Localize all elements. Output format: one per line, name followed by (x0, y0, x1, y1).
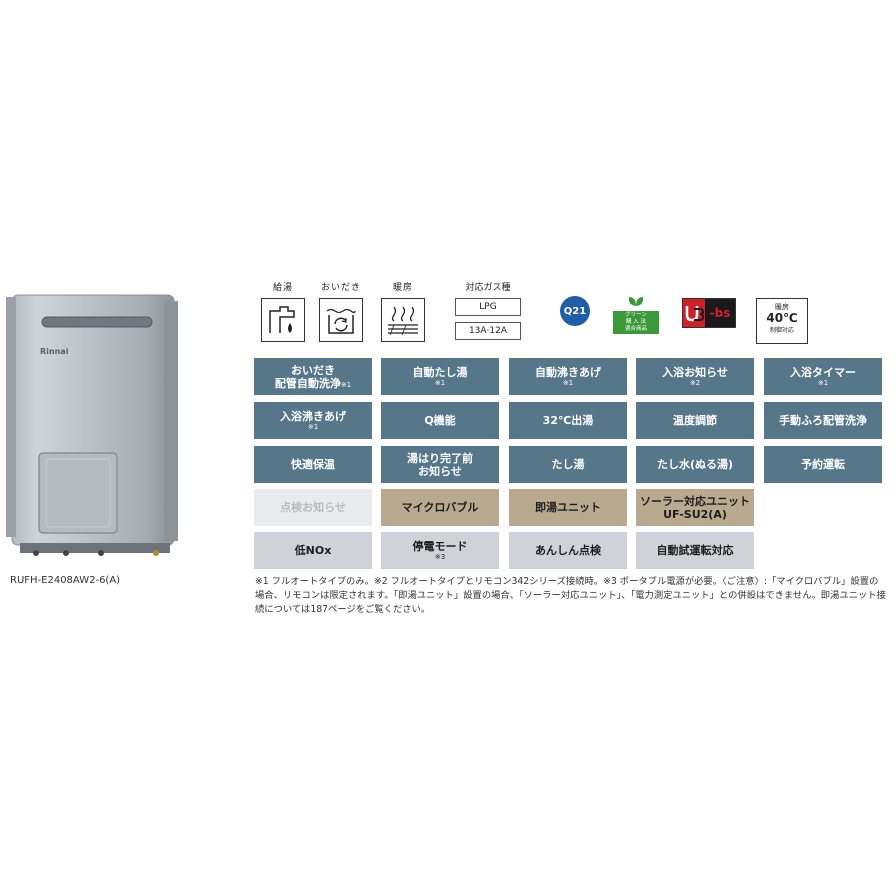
feature-note: ※1 (562, 379, 574, 387)
feature-label: 予約運転 (801, 458, 845, 471)
feature-auto-test-run: 自動試運転対応 (636, 532, 754, 569)
gas-lpg-badge: LPG (455, 298, 521, 316)
feature-auto-wakiage: 自動沸きあげ ※1 (509, 358, 627, 395)
feature-note: ※3 (434, 553, 446, 561)
feature-label: おいだき (291, 363, 335, 377)
feature-label: 配管自動洗浄 (274, 376, 341, 390)
danbo-icon-group: 暖房 (381, 280, 425, 342)
feature-bath-timer: 入浴タイマー ※1 (764, 358, 882, 395)
feature-solar-unit: ソーラー対応ユニット UF-SU2(A) (636, 489, 754, 526)
kyuto-icon-group: 給湯 (261, 280, 305, 342)
feature-label: 手動ふろ配管洗浄 (779, 414, 867, 427)
feature-fill-complete-notify: 湯はり完了前 お知らせ (381, 446, 499, 483)
feature-label: 点検お知らせ (280, 501, 346, 514)
feature-label: UF-SU2(A) (663, 507, 727, 521)
oidaki-icon-group: おいだき (319, 280, 363, 342)
feature-label: 自動たし湯 (412, 366, 468, 379)
feature-label: 32℃出湯 (542, 414, 594, 427)
feature-32c-output: 32℃出湯 (509, 402, 627, 439)
feature-note: ※1 (307, 423, 319, 431)
feature-label: 湯はり完了前 (407, 451, 473, 465)
q21-text: Q21 (563, 305, 587, 317)
feature-scheduled-run: 予約運転 (764, 446, 882, 483)
feature-label: 自動沸きあげ (535, 366, 601, 379)
feature-label: 入浴沸きあげ (280, 410, 346, 423)
green-line-1: グリーン (625, 312, 647, 318)
feature-power-outage-mode: 停電モード ※3 (381, 532, 499, 569)
heating-40c-label: 暖房 (775, 303, 789, 311)
feature-label: 快適保温 (291, 458, 335, 471)
water-heater-image (6, 294, 178, 556)
feature-oidaki-pipe-clean: おいだき 配管自動洗浄※1 (254, 358, 372, 395)
feature-instant-hot-unit: 即湯ユニット (509, 489, 627, 526)
feature-note: ※2 (689, 379, 701, 387)
feature-tashimizu: たし水(ぬる湯) (636, 446, 754, 483)
feature-comfort-keep-warm: 快適保温 (254, 446, 372, 483)
feature-label: 入浴タイマー (790, 366, 856, 379)
heating-40c-control: 制御対応 (769, 327, 794, 334)
heating-40c-badge: 暖房 40℃ 制御対応 (756, 298, 808, 344)
gas-city-badge: 13A·12A (455, 322, 521, 340)
heating-icon (381, 298, 425, 342)
feature-q-function: Q機能 (381, 402, 499, 439)
feature-label: 低NOx (294, 544, 332, 557)
oidaki-label: おいだき (320, 283, 361, 293)
reheat-icon (319, 298, 363, 342)
feature-label: お知らせ (418, 464, 462, 478)
danbo-label: 暖房 (392, 283, 413, 293)
feature-label: 入浴お知らせ (662, 366, 728, 379)
feature-auto-tashiyu: 自動たし湯 ※1 (381, 358, 499, 395)
ub-bs-logo: -bs (682, 298, 736, 328)
feature-label: 温度調節 (673, 414, 717, 427)
feature-tashiyu: たし湯 (509, 446, 627, 483)
feature-label: 自動試運転対応 (656, 544, 734, 557)
feature-note: ※1 (340, 380, 352, 389)
faucet-icon (261, 298, 305, 342)
feature-bath-wakiage: 入浴沸きあげ ※1 (254, 402, 372, 439)
feature-temp-control: 温度調節 (636, 402, 754, 439)
footnote: ※1 フルオートタイプのみ。※2 フルオートタイプとリモコン342シリーズ接続時… (255, 576, 886, 615)
feature-label: あんしん点検 (535, 544, 601, 557)
green-purchase-logo: グリーン 購 入 法 適合商品 (613, 292, 659, 334)
leaf-icon (628, 297, 644, 306)
feature-label: たし水(ぬる湯) (656, 458, 734, 471)
heating-40c-temp: 40℃ (766, 311, 798, 325)
feature-label: Q機能 (424, 414, 456, 427)
model-label: RUFH-E2408AW2-6(A) (10, 575, 121, 586)
ub-bs-text: bs (714, 306, 731, 320)
kyuto-label: 給湯 (272, 283, 293, 293)
feature-manual-pipe-clean: 手動ふろ配管洗浄 (764, 402, 882, 439)
feature-inspection-notify: 点検お知らせ (254, 489, 372, 526)
q21-logo: Q21 (560, 296, 590, 326)
feature-safe-inspection: あんしん点検 (509, 532, 627, 569)
gas-type-group: 対応ガス種 LPG 13A·12A (455, 280, 521, 346)
feature-micro-bubble: マイクロバブル (381, 489, 499, 526)
feature-label: ソーラー対応ユニット (640, 494, 750, 508)
feature-label: マイクロバブル (401, 501, 479, 514)
feature-label: たし湯 (551, 458, 585, 471)
feature-label: 即湯ユニット (535, 501, 601, 514)
feature-note: ※1 (817, 379, 829, 387)
gas-type-title: 対応ガス種 (465, 283, 511, 293)
brand-logo: Rinnai (40, 347, 69, 356)
feature-label: 停電モード (412, 540, 468, 553)
feature-low-nox: 低NOx (254, 532, 372, 569)
ub-mark-icon (683, 299, 705, 327)
green-line-2: 購 入 法 (626, 319, 646, 325)
feature-note: ※1 (434, 379, 446, 387)
feature-bath-notify: 入浴お知らせ ※2 (636, 358, 754, 395)
green-line-3: 適合商品 (624, 326, 647, 332)
